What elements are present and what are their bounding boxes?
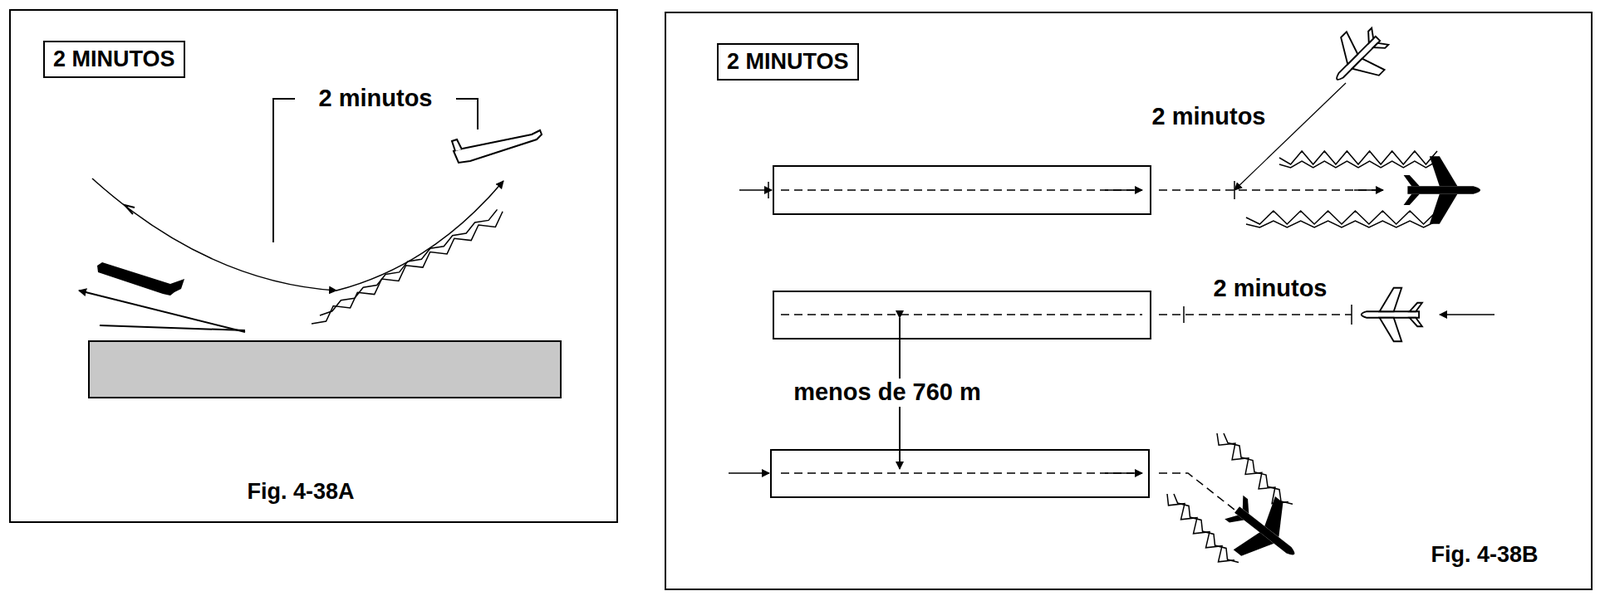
drawing-stroke — [1173, 494, 1239, 563]
dimension-label: 2 minutos — [1148, 103, 1270, 132]
drawing-stroke — [1350, 304, 1353, 325]
drawing-stroke — [1158, 473, 1247, 520]
box-title: 2 MINUTOS — [53, 46, 176, 73]
aircraft-departing — [97, 262, 185, 296]
dimension-label: menos de 760 m — [790, 378, 985, 408]
approach-line — [1234, 83, 1346, 191]
drawing-stroke — [1439, 314, 1495, 316]
drawing-stroke — [1354, 189, 1384, 192]
dimension-label: 2 minutos — [1210, 274, 1331, 304]
drawing-stroke — [780, 314, 1143, 316]
drawing-stroke — [739, 189, 772, 192]
dimension-bracket — [273, 98, 478, 243]
figure-caption: Fig. 4-38B — [1427, 542, 1542, 570]
aircraft-arriving — [1361, 288, 1423, 343]
drawing-stroke — [728, 472, 770, 475]
title-box: 2 MINUTOS — [43, 40, 186, 79]
drawing-stroke — [1279, 161, 1438, 168]
drawing-stroke — [1104, 472, 1143, 475]
drawing-stroke — [1104, 189, 1143, 192]
title-box: 2 MINUTOS — [716, 43, 859, 81]
drawing-stroke — [1217, 433, 1289, 505]
aircraft-arriving — [1318, 17, 1399, 99]
drawing-stroke — [1158, 314, 1352, 316]
figure-caption: Fig. 4-38A — [243, 479, 358, 506]
runway — [773, 291, 1151, 339]
takeoff-roll — [99, 325, 246, 331]
aircraft-departing — [1212, 480, 1316, 582]
drawing-stroke — [780, 472, 1134, 475]
dimension-label: 2 minutos — [315, 84, 437, 113]
runway — [88, 341, 561, 398]
centerline — [780, 190, 1380, 520]
runway — [773, 166, 1151, 215]
panel-frame — [665, 12, 1592, 590]
flight-path — [336, 181, 504, 291]
drawing-stroke — [311, 211, 503, 324]
wake-turbulence — [1167, 151, 1438, 563]
wake-turbulence — [311, 209, 503, 324]
box-title: 2 MINUTOS — [726, 49, 850, 75]
runway — [770, 450, 1149, 498]
drawing-stroke — [1182, 306, 1185, 324]
path-arrow — [124, 205, 135, 215]
tick-mark — [768, 181, 1352, 325]
drawing-stroke — [319, 209, 498, 316]
panel-frame — [9, 9, 618, 523]
aircraft-go-around — [453, 130, 542, 163]
takeoff-path — [78, 290, 246, 333]
direction-arrow — [728, 190, 1495, 474]
drawing-stroke — [780, 189, 1134, 192]
drawing-stroke — [767, 181, 770, 199]
drawing-stroke — [1158, 189, 1380, 192]
drawing-stroke — [1223, 433, 1293, 505]
aircraft-tail — [451, 139, 462, 152]
drawing-stroke — [1246, 220, 1438, 228]
drawing-stroke — [1167, 494, 1235, 563]
aircraft-departing — [1403, 156, 1481, 225]
